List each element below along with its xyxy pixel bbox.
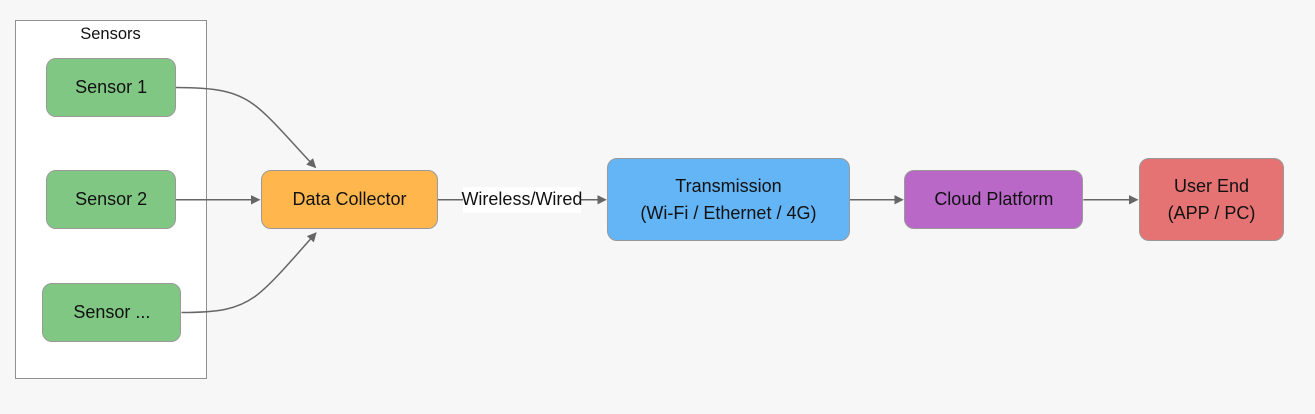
node-transmission-label-line1: Transmission [675, 175, 782, 196]
node-transmission[interactable]: Transmission (Wi-Fi / Ethernet / 4G) [607, 158, 850, 242]
node-sensor-ellipsis[interactable]: Sensor ... [42, 283, 182, 342]
node-sensor-2-label: Sensor 2 [75, 189, 148, 210]
node-sensor-1-label: Sensor 1 [75, 76, 148, 97]
node-sensor-2[interactable]: Sensor 2 [46, 170, 176, 229]
node-data-collector[interactable]: Data Collector [261, 170, 438, 229]
edge-sensor1-to-collector [175, 86, 317, 169]
node-user-end-label-line2: (APP / PC) [1167, 202, 1256, 223]
node-user-end[interactable]: User End (APP / PC) [1139, 158, 1284, 241]
node-sensor-1[interactable]: Sensor 1 [46, 58, 176, 117]
node-user-end-label-line1: User End [1173, 175, 1250, 196]
node-data-collector-label: Data Collector [292, 189, 407, 210]
node-cloud-platform-label: Cloud Platform [934, 189, 1054, 210]
node-cloud-platform[interactable]: Cloud Platform [904, 170, 1084, 229]
edge-sensor3-to-collector [181, 232, 317, 314]
cluster-sensors-label: Sensors [80, 25, 141, 43]
node-transmission-label-line2: (Wi-Fi / Ethernet / 4G) [640, 202, 817, 223]
node-sensor-ellipsis-label: Sensor ... [73, 302, 151, 323]
edge-label-wireless-wired: Wireless/Wired [461, 187, 582, 213]
